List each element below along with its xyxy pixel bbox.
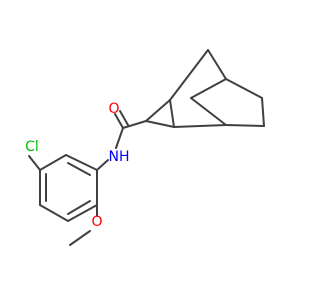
bond: [169, 99, 175, 128]
bond: [190, 78, 227, 99]
bond: [190, 97, 227, 126]
bond: [65, 154, 98, 171]
bond: [225, 124, 265, 127]
bond: [67, 200, 91, 215]
bond: [145, 99, 171, 122]
bond: [67, 204, 98, 222]
bond: [67, 162, 91, 176]
oxygen-label: O: [108, 101, 119, 117]
bond: [96, 159, 109, 171]
bond: [145, 120, 175, 128]
bond: [173, 124, 227, 128]
structure-canvas: O NH Cl O: [25, 49, 265, 246]
bond: [119, 110, 129, 126]
bond: [28, 155, 41, 171]
bond: [114, 113, 124, 129]
bond: [115, 127, 124, 149]
bond: [207, 49, 227, 80]
nh-label: NH: [109, 149, 130, 165]
bond: [122, 120, 147, 129]
bond: [225, 78, 263, 99]
bond: [39, 204, 69, 222]
molecule-structure: O NH Cl O: [25, 49, 265, 246]
bond: [169, 49, 209, 101]
bond: [261, 97, 265, 127]
bond: [39, 154, 67, 171]
chlorine-label: Cl: [25, 139, 39, 155]
methoxy-oxygen-label: O: [91, 214, 102, 230]
bond: [69, 230, 91, 246]
